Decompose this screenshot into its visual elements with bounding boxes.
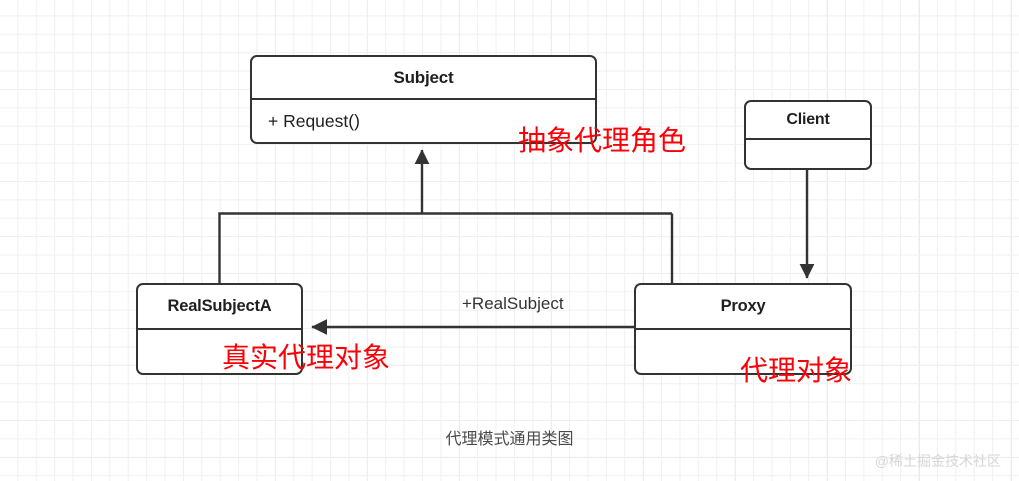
class-title-proxy: Proxy xyxy=(636,285,850,330)
class-title-realsubjecta: RealSubjectA xyxy=(138,285,301,330)
generalization-connector xyxy=(218,149,674,283)
annotation-real-proxy-object: 真实代理对象 xyxy=(222,342,391,373)
class-title-client: Client xyxy=(746,102,870,140)
class-box-realsubjecta[interactable]: RealSubjectA xyxy=(136,283,303,375)
class-box-subject[interactable]: Subject + Request() xyxy=(250,55,597,144)
class-title-subject: Subject xyxy=(252,57,595,100)
class-box-client[interactable]: Client xyxy=(744,100,872,170)
class-box-proxy[interactable]: Proxy xyxy=(634,283,852,375)
class-members-client xyxy=(746,140,870,168)
watermark: @稀土掘金技术社区 xyxy=(874,453,1001,469)
annotation-proxy-object: 代理对象 xyxy=(740,355,853,386)
annotation-abstract-proxy-role: 抽象代理角色 xyxy=(518,125,687,156)
class-members-subject: + Request() xyxy=(268,110,360,131)
association-label-realsubject: +RealSubject xyxy=(462,294,564,313)
diagram-caption: 代理模式通用类图 xyxy=(445,431,574,448)
